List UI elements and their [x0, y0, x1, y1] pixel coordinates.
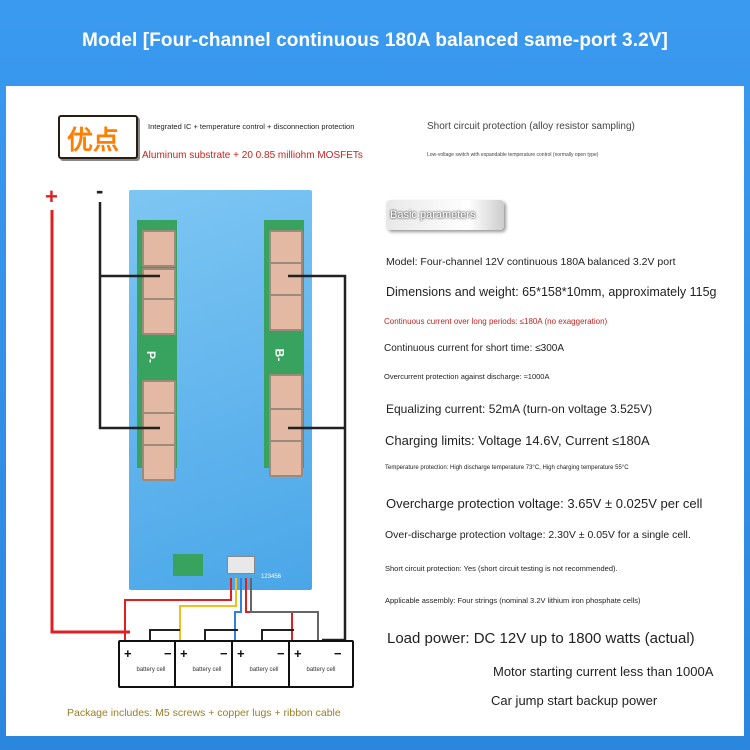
mosfet-pad	[269, 408, 303, 445]
load-power: Load power: DC 12V up to 1800 watts (act…	[387, 630, 695, 647]
mosfet-pad	[142, 298, 176, 335]
balance-lead-gray	[250, 578, 319, 640]
cell-label: battery cell	[249, 667, 279, 673]
mosfet-pad	[269, 294, 303, 331]
battery-cell-1: + − battery cell	[118, 640, 184, 688]
cell-minus: −	[277, 646, 285, 661]
series-link-1	[149, 629, 180, 640]
b-minus-wire	[288, 274, 347, 642]
advantages-label: 优点	[67, 126, 120, 156]
pack-positive-sign: +	[45, 184, 58, 209]
load-motor-start: Motor starting current less than 1000A	[493, 664, 714, 679]
cell-plus: +	[237, 646, 245, 661]
mosfet-pad	[269, 440, 303, 477]
feature-low-voltage-switch: Low-voltage switch with expandable tempe…	[427, 152, 599, 158]
param-model: Model: Four-channel 12V continuous 180A …	[386, 256, 676, 268]
cell-minus: −	[164, 646, 172, 661]
cell-plus: +	[180, 646, 188, 661]
board-code: 123456	[261, 574, 282, 580]
positive-wire	[50, 210, 130, 634]
mosfet-pad	[269, 374, 303, 411]
param-equalizing: Equalizing current: 52mA (turn-on voltag…	[386, 402, 653, 416]
battery-cell-4: + − battery cell	[288, 640, 354, 688]
param-temperature: Temperature protection: High discharge t…	[385, 465, 629, 471]
mosfet-pad	[142, 230, 176, 267]
series-link-3	[261, 629, 294, 640]
param-overcharge: Overcharge protection voltage: 3.65V ± 0…	[386, 496, 703, 511]
package-contents: Package includes: M5 screws + copper lug…	[67, 707, 341, 719]
param-assembly: Applicable assembly: Four strings (nomin…	[385, 596, 641, 605]
feature-ic-protection: Integrated IC + temperature control + di…	[148, 122, 355, 131]
page-title: Model [Four-channel continuous 180A bala…	[82, 30, 668, 51]
cell-minus: −	[334, 646, 342, 661]
bms-board: P- B- 123456	[129, 190, 312, 590]
feature-aluminum-mosfets: Aluminum substrate + 20 0.85 milliohm MO…	[142, 150, 363, 161]
param-overcurrent: Overcurrent protection against discharge…	[384, 372, 550, 381]
series-link-2	[204, 629, 238, 640]
param-short-circuit: Short circuit protection: Yes (short cir…	[385, 564, 618, 573]
balance-lead-red	[124, 578, 232, 640]
cell-label: battery cell	[306, 667, 336, 673]
battery-cell-2: + − battery cell	[174, 640, 240, 688]
advantages-badge: 优点	[58, 115, 138, 159]
cell-minus: −	[220, 646, 228, 661]
params-header: Basic parameters	[390, 209, 476, 221]
mosfet-pad	[142, 444, 176, 481]
params-header-pill: Basic parameters	[386, 200, 504, 230]
cell-plus: +	[124, 646, 132, 661]
param-dimensions: Dimensions and weight: 65*158*10mm, appr…	[386, 285, 717, 299]
cell-label: battery cell	[192, 667, 222, 673]
balance-lead-blue	[234, 578, 242, 640]
negative-wire	[98, 202, 160, 430]
param-continuous-long: Continuous current over long periods: ≤1…	[384, 317, 608, 326]
cell-label: battery cell	[136, 667, 166, 673]
component-block	[173, 554, 203, 576]
cell-plus: +	[294, 646, 302, 661]
param-continuous-short: Continuous current for short time: ≤300A	[384, 343, 565, 354]
balance-lead-yellow	[179, 578, 237, 640]
balance-connector	[227, 556, 255, 574]
param-charging-limits: Charging limits: Voltage 14.6V, Current …	[385, 433, 650, 448]
pack-negative-sign: -	[96, 178, 104, 203]
load-jump-start: Car jump start backup power	[491, 693, 658, 708]
param-overdischarge: Over-discharge protection voltage: 2.30V…	[385, 529, 691, 541]
feature-short-circuit: Short circuit protection (alloy resistor…	[427, 121, 635, 132]
